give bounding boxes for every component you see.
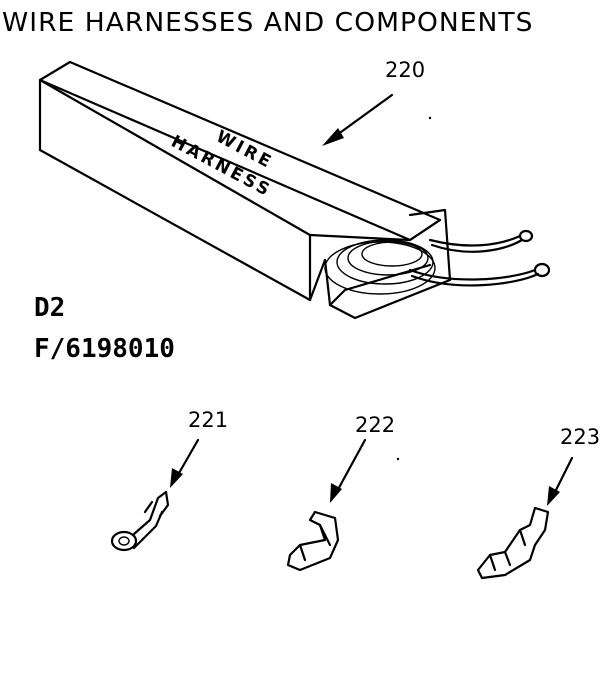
wire-harness-box	[38, 60, 551, 320]
model-code-f: F/6198010	[34, 334, 175, 364]
leader-arrow-221	[170, 438, 200, 488]
model-code-d2: D2	[34, 293, 66, 323]
part-ref-223: 223	[560, 425, 601, 449]
ring-terminal-drawing	[110, 490, 170, 552]
page-title: WIRE HARNESSES AND COMPONENTS	[2, 8, 534, 38]
part-ref-222: 222	[355, 413, 396, 437]
part-ref-221: 221	[188, 408, 229, 432]
flag-terminal-drawing	[476, 506, 550, 580]
part-ref-220: 220	[385, 58, 426, 82]
leader-arrow-223	[547, 456, 574, 506]
spade-terminal-drawing	[286, 510, 340, 572]
leader-arrow-220	[322, 93, 394, 146]
leader-arrow-222	[330, 438, 367, 503]
